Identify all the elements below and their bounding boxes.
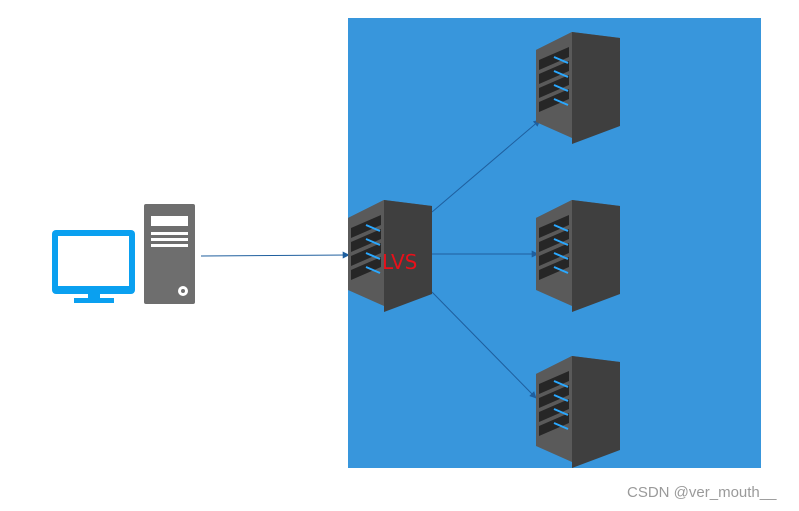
lvs-label: LVS: [382, 250, 417, 274]
real-server-2-icon: [535, 199, 621, 313]
lvs-to-server-1-arrow: [431, 119, 541, 213]
monitor-icon: [52, 230, 135, 303]
lvs-to-server-3-arrow: [431, 291, 537, 399]
desktop-tower-icon: [144, 204, 195, 304]
client-to-lvs-arrow: [200, 251, 350, 259]
real-server-3-icon: [535, 355, 621, 469]
watermark-text: CSDN @ver_mouth__: [627, 484, 777, 501]
real-server-1-icon: [535, 31, 621, 145]
